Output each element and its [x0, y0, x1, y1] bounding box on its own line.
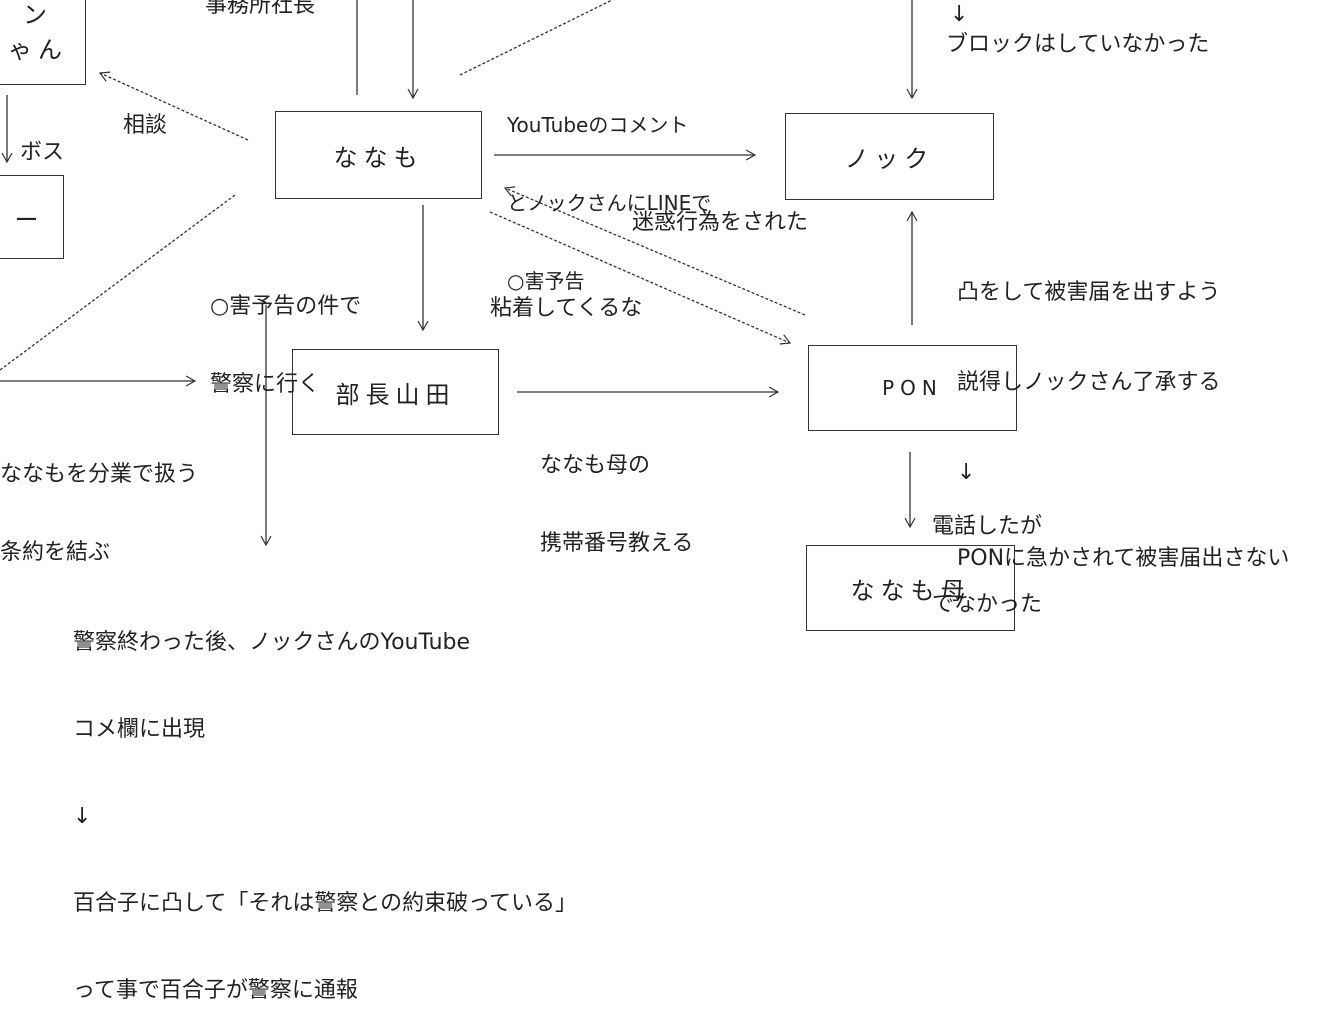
node-pon: PON — [808, 345, 1017, 431]
label-line: 条約を結ぶ — [0, 540, 111, 565]
label-keisatsu: ○害予告の件で 警察に行く — [210, 242, 361, 424]
label-line: 携帯番号教える — [540, 531, 694, 556]
node-chan-top: ン — [23, 1, 53, 29]
node-nock: ノック — [785, 113, 994, 200]
node-boss-label: ー — [14, 205, 45, 234]
arrow-soudan — [98, 71, 249, 141]
label-line: コメ欄に出現 — [73, 717, 206, 742]
node-bucho-yamada: 部長山田 — [292, 349, 499, 435]
label-after-police: 警察終わった後、ノックさんのYouTube コメ欄に出現 ↓ 百合子に凸して「そ… — [73, 570, 577, 1034]
node-nock-label: ノック — [844, 145, 935, 173]
label-line: PONに急かされて被害届出さない — [957, 546, 1290, 571]
node-chan-label: ゃん — [8, 36, 68, 64]
label-line: 警察に行く — [210, 372, 321, 397]
label-line: ↓ — [73, 804, 92, 829]
label-jimusho: 事務所社長 — [205, 0, 316, 18]
label-line: 凸をして被害届を出すよう — [957, 280, 1221, 305]
connector-lines — [0, 0, 918, 547]
label-line: ↓ — [957, 460, 976, 485]
label-line: でなかった — [932, 592, 1043, 617]
node-pon-label: PON — [882, 376, 943, 400]
label-line: ○害予告の件で — [210, 294, 362, 319]
label-line: ななも母の — [540, 453, 651, 478]
label-line: 説得しノックさん了承する — [957, 370, 1221, 395]
label-bangou: ななも母の 携帯番号教える — [540, 401, 693, 583]
dashed-line-left — [0, 194, 236, 371]
node-bucho-label: 部長山田 — [335, 380, 456, 409]
label-denwa: 電話したが でなかった — [932, 462, 1042, 644]
node-mother-label: ななも母 — [850, 576, 971, 605]
label-boss: ボス — [20, 140, 65, 165]
label-line: 電話したが — [932, 514, 1043, 539]
label-line: ○害予告 — [507, 269, 585, 293]
label-line: 警察終わった後、ノックさんのYouTube — [73, 630, 471, 655]
label-bungyo: ななもを分業で扱う 条約を結ぶ — [0, 410, 198, 592]
label-block-arrow: ↓ — [950, 2, 969, 27]
label-block: ブロックはしていなかった — [946, 32, 1210, 57]
node-nanamo: ななも — [275, 111, 482, 199]
label-totsu: 凸をして被害届を出すよう 説得しノックさん了承する ↓ PONに急かされて被害届… — [957, 218, 1289, 604]
label-nenchaku: 粘着してくるな — [490, 296, 643, 321]
arrow-nanamo-to-pon — [489, 211, 792, 345]
label-line: YouTubeのコメント — [507, 113, 689, 137]
node-chan: ン ゃん — [0, 0, 86, 85]
node-nanamo-mother: ななも母 — [806, 545, 1015, 631]
label-line: って事で百合子が警察に通報 — [73, 978, 358, 1003]
label-soudan: 相談 — [123, 113, 168, 138]
label-line: ななもを分業で扱う — [0, 462, 199, 487]
label-line: とノックさんにLINEで — [507, 191, 712, 215]
arrow-pon-to-nanamo — [503, 186, 806, 316]
label-youtube: YouTubeのコメント とノックさんにLINEで ○害予告 — [507, 60, 711, 320]
label-meiwaku: 迷惑行為をされた — [632, 210, 809, 235]
label-line: 百合子に凸して「それは警察との約束破っている」 — [73, 891, 578, 916]
dashed-line-top — [459, 0, 613, 76]
node-nanamo-label: ななも — [333, 143, 424, 172]
node-boss: ー — [0, 175, 64, 259]
